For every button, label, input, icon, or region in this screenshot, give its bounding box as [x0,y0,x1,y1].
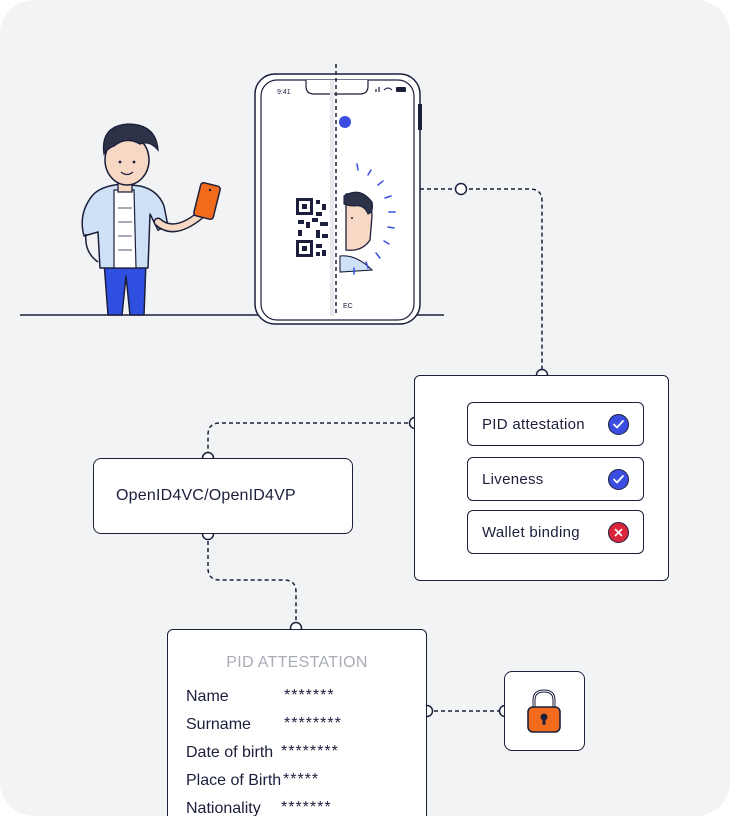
phone-bottom-label: EC [343,303,353,310]
field-label: Date of birth [186,744,274,761]
protocol-box [93,458,353,534]
field-value: ******* [284,687,335,704]
field-label: Nationality [186,800,261,816]
check-item-label: PID attestation [482,415,585,433]
field-value: ******** [284,715,342,732]
held-phone-icon [193,181,221,221]
check-badge-icon [608,413,629,435]
battery-icon [396,87,406,92]
field-label: Place of Birth [186,772,282,789]
person-illustration [81,123,221,316]
face-scan-icon [339,163,396,275]
check-badge-icon [608,468,629,490]
check-item-label: Wallet binding [482,523,580,541]
signal-icon [375,87,380,92]
check-item-liveness: Liveness [467,457,644,501]
field-label: Surname [186,716,251,733]
field-value: ******** [281,743,339,760]
lock-box [504,671,585,751]
check-item-wallet-binding: Wallet binding [467,510,644,554]
field-label: Name [186,688,229,705]
protocol-label: OpenID4VC/OpenID4VP [116,487,296,504]
cross-badge-icon [608,521,629,543]
pid-card-title: PID ATTESTATION [226,654,368,671]
phone-mockup [254,64,422,325]
field-value: ***** [283,771,320,788]
check-item-label: Liveness [482,470,544,488]
padlock-icon [527,689,561,733]
app-dot-icon [339,116,351,128]
field-value: ******* [281,799,332,816]
check-item-pid-attestation: PID attestation [467,402,644,446]
pid-attestation-card [167,629,427,816]
phone-status-time: 9:41 [277,89,291,96]
wifi-icon [383,87,393,91]
qr-code-icon [296,198,328,257]
